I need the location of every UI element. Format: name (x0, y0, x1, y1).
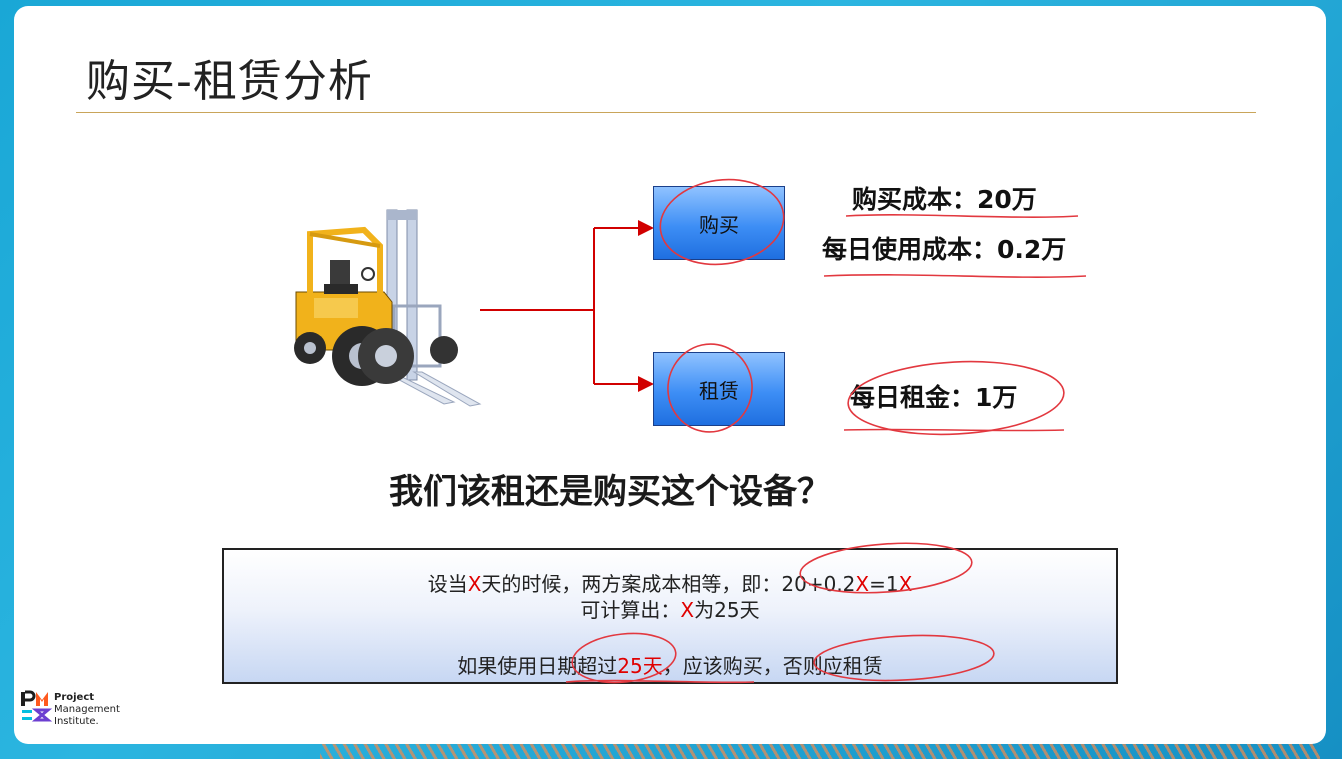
calc-variable: X (467, 572, 482, 596)
buy-option-label: 购买 (699, 212, 739, 237)
decorative-stripes (320, 744, 1320, 759)
logo-line: Project (54, 692, 95, 703)
calc-line-conclusion: 如果使用日期超过25天，应该购买，否则应租赁 (224, 650, 1116, 679)
pmi-logo-text: Project Management Institute. (54, 692, 120, 728)
decision-connector (480, 220, 654, 392)
daily-rent-text: 每日租金：1万 (850, 383, 1018, 412)
logo-line: Management (54, 704, 120, 715)
forklift-icon (294, 209, 482, 407)
annotation-circle (813, 634, 995, 682)
title-divider (76, 112, 1256, 113)
calc-text: 如果使用日期超过 (457, 654, 618, 678)
daily-use-cost-text: 每日使用成本：0.2万 (822, 235, 1067, 264)
buy-cost-text: 购买成本：20万 (852, 185, 1037, 214)
slide-title: 购买-租赁分析 (86, 56, 373, 107)
calc-variable: X (680, 598, 695, 622)
slide: 购买-租赁分析 (14, 6, 1326, 744)
pmi-logo-icon (21, 690, 52, 722)
annotation-underline (845, 214, 1079, 218)
annotation-layer (565, 178, 1087, 684)
calc-text: 天的时候，两方案成本相等，即：20+0.2 (481, 572, 856, 596)
annotation-underline (565, 679, 755, 684)
calc-variable: X (855, 572, 870, 596)
annotation-circle (659, 178, 785, 266)
calc-text: ，应该购买，否则应租赁 (662, 654, 883, 678)
calc-line-equation: 设当X天的时候，两方案成本相等，即：20+0.2X=1X (224, 568, 1116, 597)
calc-line-result: 可计算出：X为25天 (224, 594, 1116, 623)
annotation-circle (799, 542, 973, 594)
annotation-underline (823, 274, 1087, 278)
calc-text: 设当 (427, 572, 468, 596)
annotation-circle (571, 632, 677, 684)
lease-option-label: 租赁 (699, 378, 739, 403)
decision-question: 我们该租还是购买这个设备？ (389, 472, 831, 512)
logo-line: Institute. (54, 716, 99, 727)
annotation-underline (843, 428, 1065, 432)
annotation-circle (847, 360, 1065, 436)
calculation-box: 设当X天的时候，两方案成本相等，即：20+0.2X=1X 可计算出：X为25天 … (222, 548, 1118, 684)
calc-text: 可计算出： (580, 598, 681, 622)
calc-text: 为25天 (694, 598, 760, 622)
annotation-circle (667, 343, 753, 433)
